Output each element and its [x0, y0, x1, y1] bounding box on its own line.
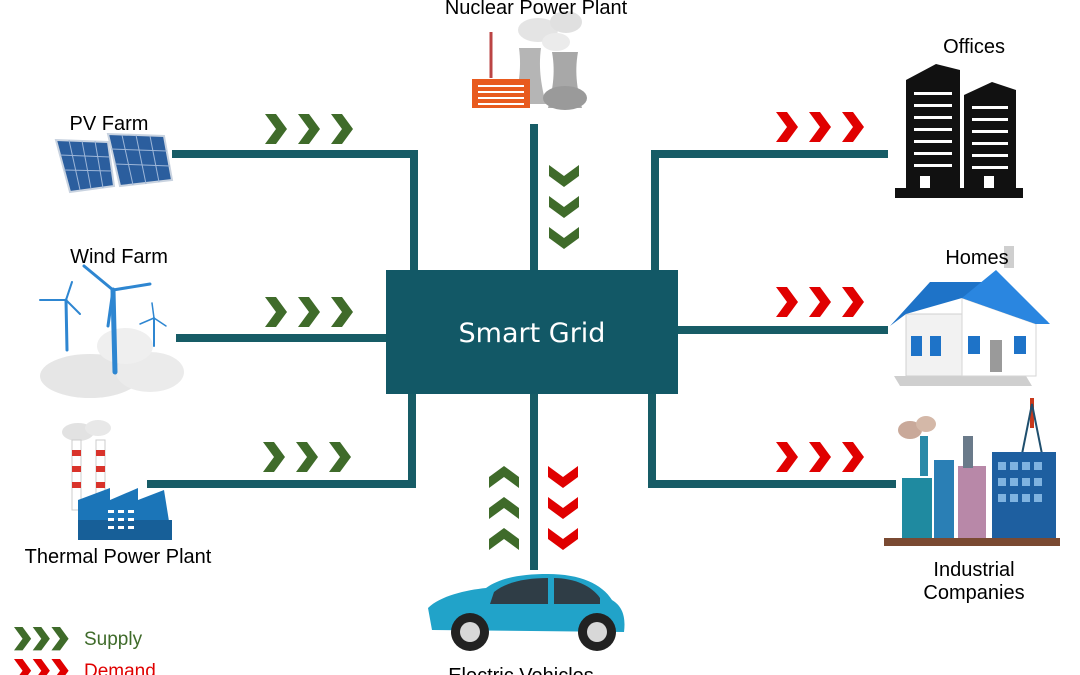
- industrial-demand-arrows: [776, 442, 864, 472]
- industrial-label-line2: Companies: [923, 582, 1024, 604]
- industrial-label-line1: Industrial: [933, 559, 1014, 581]
- pv-farm-icon: [54, 132, 174, 194]
- electric-vehicle-icon: [428, 574, 625, 651]
- nuclear-plant-icon: [472, 11, 587, 110]
- legend-demand-icon: [14, 659, 69, 675]
- connector-lines: [147, 124, 896, 570]
- ev-supply-arrows: [489, 466, 519, 550]
- homes-demand-arrows: [776, 287, 864, 317]
- offices-line: [651, 150, 888, 272]
- legend: Supply Demand: [14, 627, 156, 675]
- pv-farm-label: PV Farm: [70, 113, 149, 135]
- legend-supply-label: Supply: [84, 629, 143, 650]
- thermal-supply-arrows: [263, 442, 351, 472]
- wind-farm-label: Wind Farm: [70, 246, 168, 268]
- nuclear-supply-arrows: [549, 165, 579, 249]
- pv-line: [172, 150, 418, 272]
- wind-farm-icon: [39, 264, 184, 398]
- pv-supply-arrows: [265, 114, 353, 144]
- industrial-line: [648, 393, 896, 488]
- ev-demand-arrows: [548, 466, 578, 550]
- offices-icon: [895, 64, 1023, 198]
- homes-icon: [890, 246, 1050, 386]
- offices-label: Offices: [943, 36, 1005, 58]
- offices-demand-arrows: [776, 112, 864, 142]
- thermal-plant-icon: [62, 420, 172, 540]
- legend-supply-icon: [14, 627, 69, 651]
- wind-supply-arrows: [265, 297, 353, 327]
- legend-demand-label: Demand: [84, 661, 156, 675]
- smart-grid-box: [386, 270, 678, 394]
- thermal-plant-label: Thermal Power Plant: [25, 546, 212, 568]
- homes-label: Homes: [945, 247, 1008, 269]
- electric-vehicle-label: Electric Vehicles: [448, 665, 594, 675]
- industrial-icon: [884, 398, 1060, 546]
- smart-grid-label: Smart Grid: [459, 318, 606, 349]
- thermal-line: [147, 393, 416, 488]
- nuclear-plant-label: Nuclear Power Plant: [445, 0, 628, 19]
